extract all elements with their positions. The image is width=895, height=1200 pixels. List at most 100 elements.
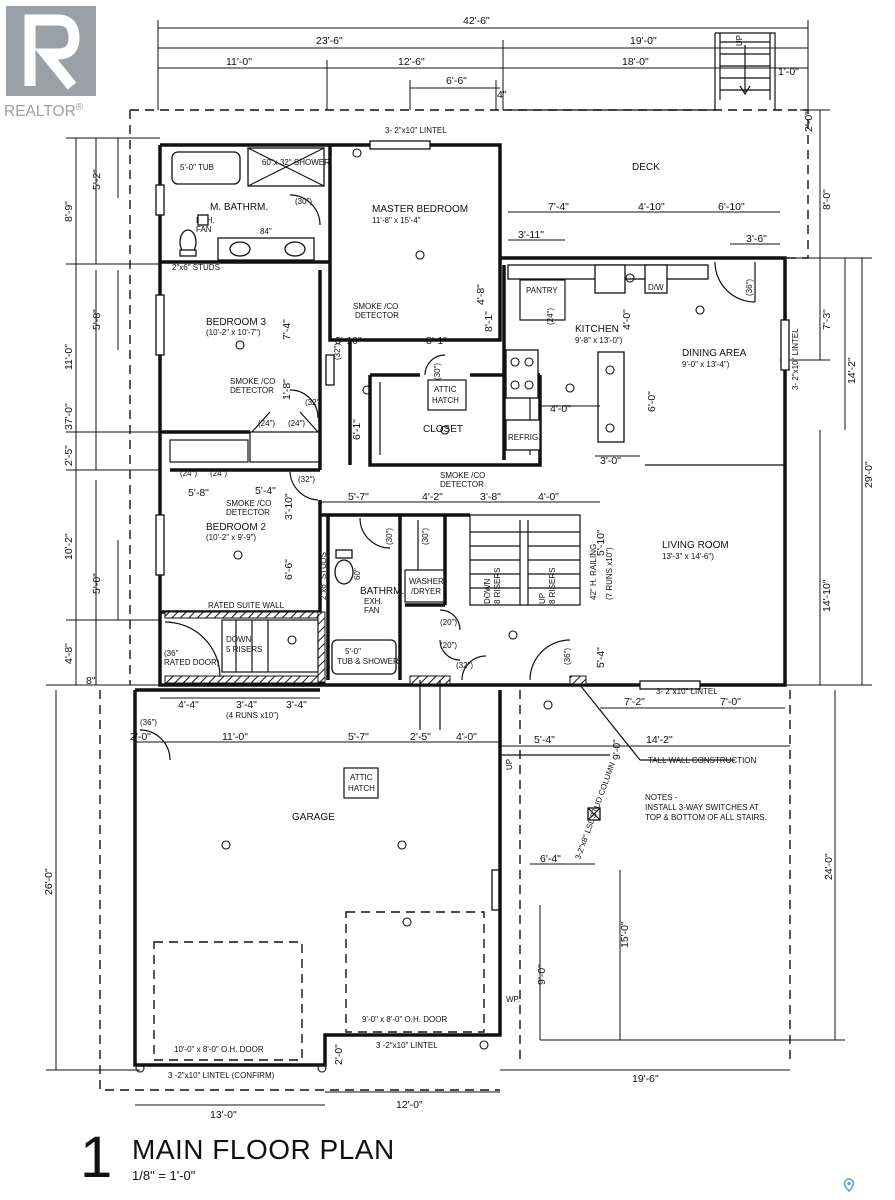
label-detector-1: DETECTOR [355,311,399,320]
dining: DINING AREA 9'-0" x 13'-4") (36") 3- 2"x… [682,261,800,390]
hall-dims: 5'-7" 4'-2" 3'-8" 4'-0" SMOKE /CO DETECT… [320,471,600,503]
dim-in-60: 6'-0" [646,391,658,412]
dim-right-24: 24'-0" [823,853,835,880]
label-lintel-living: 3- 2"x10" LINTEL [656,687,718,696]
dim-in-57b: 5'-7" [348,731,369,743]
door-32d: (32") [456,661,473,670]
dim-in-310: 3'-10" [335,335,362,347]
label-smoke-3: SMOKE /CO [226,499,271,508]
dim-in-25: 2'-5" [410,731,431,743]
dim-left-50: 5'-0" [91,573,103,594]
dim-in-90: 9'-0" [611,739,623,760]
label-detector-2: DETECTOR [230,386,274,395]
label-detector-3: DETECTOR [226,508,270,517]
realtor-logo-r-icon [24,14,80,90]
dim-in-40d: 4'-0" [456,731,477,743]
dim-top-overall: 42'-6" [463,15,490,27]
title-scale: 1/8" = 1'-0" [132,1168,196,1183]
label-lintel-top: 3- 2"x10" LINTEL [385,126,447,135]
label-runs4: (4 RUNS x10") [226,711,279,720]
label-tub: 5'-0" TUB [180,163,214,172]
door-32c: (32") [298,475,315,484]
room-master: MASTER BEDROOM [372,204,468,215]
dim-in-110: 11'-0" [222,731,248,743]
dim-left-8: 8" [86,675,96,687]
dim-in-20: 2'-0" [130,731,151,743]
dim-right-29: 29'-0" [863,461,875,488]
room-bed2: BEDROOM 2 [206,522,266,533]
label-vanity: 84" [260,227,272,236]
ceiling-lights [135,148,705,1073]
rated-wall-side [317,611,326,683]
room-bath: BATHRM. [360,586,404,597]
label-tub-shower2: TUB & SHOWER [337,657,399,666]
dim-top-10: 1'-0" [778,66,799,78]
door-30b: (30") [433,363,442,380]
dim-in-54: 5'-4" [255,485,276,497]
label-pantry: PANTRY [526,286,558,295]
room-bed3-size: (10'-2" x 10'-7") [206,328,261,337]
dim-top-4: 4" [497,89,507,101]
dim-right-80: 8'-0" [821,189,833,210]
door-60: 60" [353,568,362,580]
room-bed3: BEDROOM 3 [206,317,266,328]
dim-left-48: 4'-8" [63,643,75,664]
room-living: LIVING ROOM [662,540,729,551]
label-lintel-right: 3- 2"x10" LINTEL [791,328,800,390]
label-attic-2: ATTIC [350,773,373,782]
label-hatch-2: HATCH [348,784,375,793]
stair-center: DOWN 8 RISERS UP 8 RISERS 42" H. RAILING… [470,520,614,681]
door-36c: (36") [745,279,754,296]
label-column: 3-2"x8" LSL STUD COLUMN [573,761,617,861]
door-32a: (32") [333,343,342,360]
room-mbath: M. BATHRM. [210,202,268,213]
stair-risers-8: 8 RISERS [493,568,502,604]
dim-in-48: 4'-8" [475,284,487,305]
dim-in-311: 3'-11" [518,229,544,241]
dim-in-610: 6'-10" [718,201,745,213]
label-lintel-confirm: 3 -2"x10" LINTEL (CONFIRM) [168,1071,275,1080]
deck-stair-up: UP [735,35,744,46]
label-tall-wall: TALL WALL CONSTRUCTION [648,756,757,765]
dim-in-58: 5'-8" [188,487,209,499]
label-exh-2: EXH. [364,597,383,606]
dim-in-34b: 3'-4" [286,699,307,711]
dim-right-1410: 14'-10" [821,579,833,612]
dim-top-19: 19'-0" [630,35,657,47]
room-kitchen: KITCHEN [575,324,619,335]
living: LIVING ROOM 13'-3" x 14'-6") 3- 2"x10" L… [600,464,785,709]
stair-down-5: DOWN [226,635,252,644]
title-block: 1 MAIN FLOOR PLAN 1/8" = 1'-0" [80,1125,420,1192]
label-up-garage: UP [505,759,514,770]
hatch-wall-hall [409,675,451,685]
room-dining: DINING AREA [682,348,747,359]
dim-in-61: 6'-1" [351,419,363,440]
dim-in-70: 7'-0" [720,696,741,708]
label-rated-wall: RATED SUITE WALL [208,601,285,610]
dim-in-44: 4'-4" [178,699,199,711]
lower-bath: (30") 60" BATHRM. EXH. FAN 5'-0" TUB & S… [331,517,487,730]
door-32b: (32") [305,398,322,407]
dim-in-81b: 8'-1" [483,311,495,332]
label-refrig: REFRIG. [508,433,540,442]
realtor-logo-text: REALTOR® [4,102,84,120]
label-studs2: 2"x6" STUDS [319,552,328,600]
label-lintel-garage: 3 -2"x10" LINTEL [376,1041,438,1050]
door-20a: (20") [440,618,457,627]
dim-in-18: 1'-8" [281,379,293,400]
label-rated-door: RATED DOOR) [164,658,220,667]
label-smoke-1: SMOKE /CO [353,302,398,311]
label-smoke-2: SMOKE /CO [230,377,275,386]
label-notes-h: NOTES - [645,793,678,802]
dim-in-72: 7'-2" [624,696,645,708]
label-railing: 42" H. RAILING [589,544,598,600]
rated-suite-wall [164,611,321,619]
dim-in-74: 7'-4" [548,201,569,213]
dim-left-37: 37'-0" [63,403,75,430]
dim-left-52: 5'-2" [91,169,103,190]
label-detector-4: DETECTOR [440,480,484,489]
door-20b: (20") [440,641,457,650]
garage-right: UP 5'-4" 14'-2" 9'-0" TALL WALL CONSTRUC… [500,684,790,1040]
kitchen: D/W PANTRY (24") REFRIG. KITCHEN 9'-8" x… [475,264,709,467]
door-24a: (24") [258,419,275,428]
